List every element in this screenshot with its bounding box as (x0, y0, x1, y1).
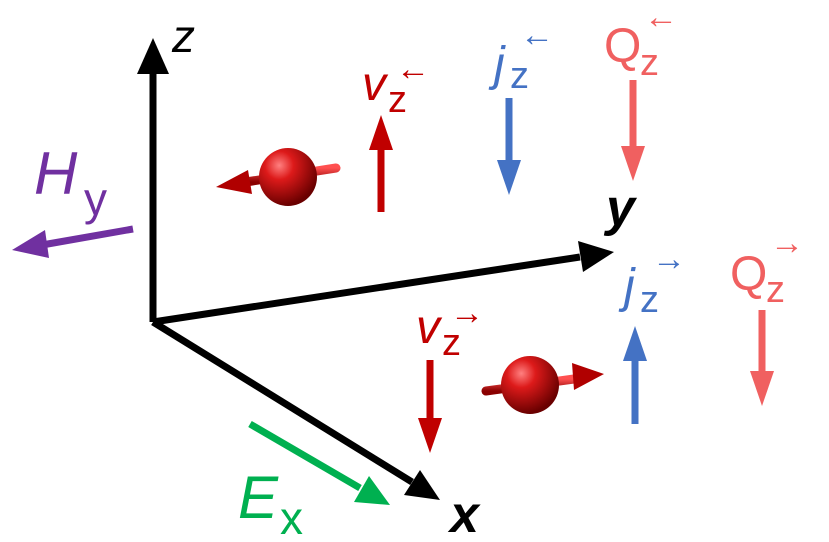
heat-upper-subscript: z (640, 42, 659, 84)
velocity-upper-direction-arrow: ← (396, 50, 430, 88)
current-upper-direction-arrow: ← (520, 16, 554, 54)
axis-z-label: z (171, 10, 195, 62)
heat-lower-subscript: z (766, 269, 785, 311)
heat-lower-direction-arrow: → (770, 224, 804, 262)
heat-lower-symbol: Q (730, 248, 767, 301)
axis-y-label: y (603, 179, 638, 237)
current-upper-symbol: j (488, 38, 506, 91)
current-lower-direction-arrow: → (652, 240, 686, 278)
current-lower-subscript: z (640, 279, 659, 321)
heat-down-arrow-lower (750, 310, 774, 406)
axis-z (137, 38, 169, 322)
spin-left-sphere (216, 148, 341, 206)
velocity-upper-subscript: z (388, 79, 407, 121)
magnetic-field-arrow (12, 225, 134, 258)
current-down-arrow-upper (497, 98, 521, 195)
velocity-lower-subscript: z (442, 322, 461, 364)
velocity-lower-direction-arrow: → (450, 294, 484, 332)
electric-field-symbol: E (238, 464, 279, 531)
axis-y (152, 241, 614, 326)
spin-right-sphere (481, 356, 604, 414)
axis-x (151, 319, 440, 500)
velocity-up-arrow (369, 115, 393, 212)
electric-field-arrow (248, 420, 390, 505)
current-up-arrow-lower (623, 326, 647, 424)
magnetic-field-subscript: y (84, 173, 107, 225)
axis-x-label: x (447, 486, 481, 542)
heat-upper-direction-arrow: ← (644, 0, 678, 36)
velocity-lower-symbol: v (416, 301, 443, 354)
magnetic-field-symbol: H (34, 140, 78, 207)
current-lower-symbol: j (618, 260, 636, 313)
heat-upper-symbol: Q (604, 20, 641, 73)
current-upper-subscript: z (510, 55, 529, 97)
heat-down-arrow-upper (621, 80, 645, 181)
electric-field-subscript: x (280, 492, 303, 542)
velocity-down-arrow (418, 360, 442, 453)
velocity-upper-symbol: v (362, 58, 389, 111)
